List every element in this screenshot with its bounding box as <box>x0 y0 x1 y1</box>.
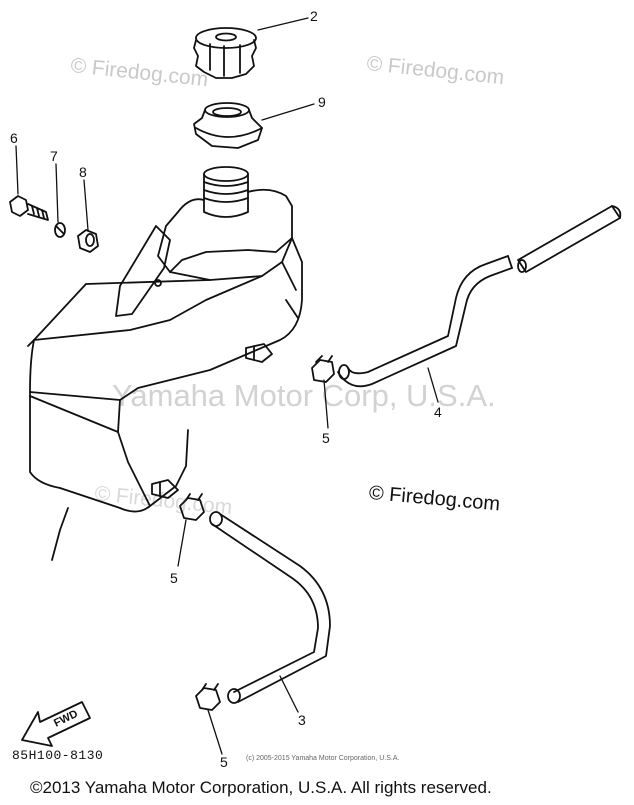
hose-clamp-upper <box>311 355 335 383</box>
small-credit: (c) 2005-2015 Yamaha Motor Corporation, … <box>246 755 400 762</box>
diagram-part-code: 85H100-8130 <box>12 748 104 763</box>
callout-9: 9 <box>318 94 326 110</box>
hose-clamp-middle <box>179 493 205 521</box>
callout-8: 8 <box>79 164 87 180</box>
watermark-yamaha: Yamaha Motor Corp, U.S.A. <box>112 378 496 413</box>
forward-arrow-icon: FWD <box>21 701 91 747</box>
fuel-tank <box>27 166 303 561</box>
bolt <box>9 195 49 221</box>
callout-2: 2 <box>310 8 318 24</box>
washer <box>54 222 66 238</box>
filler-gasket <box>193 102 263 149</box>
callout-5-lower: 5 <box>220 754 228 770</box>
callout-leaders <box>15 17 439 755</box>
callout-5-upper: 5 <box>322 430 330 446</box>
grommet <box>77 229 99 253</box>
hose-clamp-lower <box>195 683 221 711</box>
callout-5-middle: 5 <box>170 570 178 586</box>
callout-7: 7 <box>50 148 58 164</box>
fuel-hose-upper <box>337 205 622 388</box>
callout-4: 4 <box>434 404 442 420</box>
copyright-footer: ©2013 Yamaha Motor Corporation, U.S.A. A… <box>30 778 492 797</box>
callout-6: 6 <box>10 130 18 146</box>
fuel-cap <box>193 27 257 79</box>
callout-3: 3 <box>298 712 306 728</box>
fuel-hose-lower <box>209 511 331 704</box>
